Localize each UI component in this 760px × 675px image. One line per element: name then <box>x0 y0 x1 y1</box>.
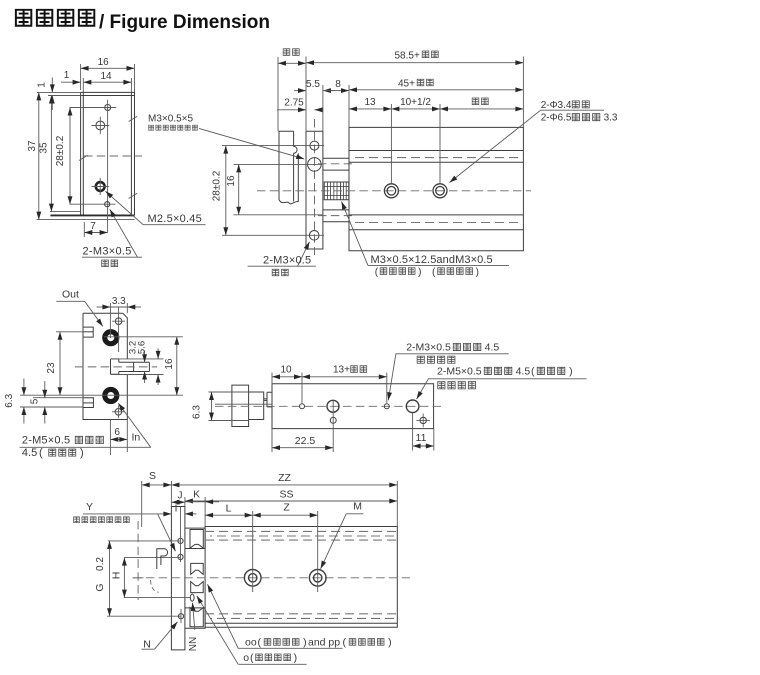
svg-text:13+: 13+ <box>333 365 350 376</box>
svg-text:5.5: 5.5 <box>306 79 320 90</box>
svg-text:(: ( <box>258 637 262 649</box>
svg-text:5: 5 <box>30 398 41 404</box>
svg-text:28±0.2: 28±0.2 <box>212 170 223 201</box>
svg-text:ZZ: ZZ <box>278 472 291 484</box>
svg-text:): ) <box>476 267 479 278</box>
svg-text:23: 23 <box>46 362 57 374</box>
svg-text:J: J <box>178 490 183 501</box>
svg-text:2-M3×0.5: 2-M3×0.5 <box>263 255 311 267</box>
svg-text:28±0.2: 28±0.2 <box>55 135 66 166</box>
svg-text:M2.5×0.45: M2.5×0.45 <box>148 213 203 225</box>
svg-text:In: In <box>132 431 141 443</box>
svg-text:): ) <box>294 652 298 664</box>
svg-text:): ) <box>569 365 573 377</box>
svg-text:3.3: 3.3 <box>604 113 618 124</box>
svg-text:S: S <box>149 470 156 482</box>
svg-text:45+: 45+ <box>398 79 415 90</box>
svg-text:(: ( <box>531 365 535 377</box>
svg-text:3.2: 3.2 <box>128 341 139 354</box>
svg-text:2-M3×0.5: 2-M3×0.5 <box>406 341 451 353</box>
svg-text:1: 1 <box>37 82 48 88</box>
svg-text:8: 8 <box>335 79 341 90</box>
svg-text:I: I <box>175 503 178 514</box>
svg-text:M3×0.5×5: M3×0.5×5 <box>148 113 193 124</box>
svg-text:6.3: 6.3 <box>4 393 15 407</box>
svg-text:2.75: 2.75 <box>284 98 304 109</box>
svg-text:4.5: 4.5 <box>516 365 531 377</box>
svg-text:Z: Z <box>283 501 290 513</box>
svg-text:22.5: 22.5 <box>295 435 316 447</box>
svg-text:L: L <box>226 502 232 514</box>
svg-text:N: N <box>143 639 151 651</box>
svg-text:16: 16 <box>98 57 110 68</box>
svg-text:3.3: 3.3 <box>112 296 126 307</box>
svg-text:NN: NN <box>188 637 199 651</box>
svg-text:2-M5×0.5: 2-M5×0.5 <box>22 435 70 447</box>
svg-text:SS: SS <box>279 488 293 500</box>
svg-text:/ Figure Dimension: / Figure Dimension <box>99 12 270 33</box>
svg-text:2-M3×0.5: 2-M3×0.5 <box>83 246 132 258</box>
svg-text:o: o <box>243 652 249 664</box>
svg-text:4.5: 4.5 <box>485 341 500 353</box>
svg-text:13: 13 <box>364 97 376 108</box>
svg-text:(: ( <box>250 652 254 664</box>
svg-text:G: G <box>94 583 106 591</box>
svg-text:5.6: 5.6 <box>137 341 148 354</box>
svg-text:(: ( <box>39 447 43 459</box>
svg-text:): ) <box>303 637 307 649</box>
svg-text:6: 6 <box>114 427 120 438</box>
svg-text:10+1/2: 10+1/2 <box>400 97 431 108</box>
svg-text:M3×0.5×12.5andM3×0.5: M3×0.5×12.5andM3×0.5 <box>371 254 493 266</box>
svg-text:10: 10 <box>280 365 292 376</box>
svg-text:2-Φ3.4: 2-Φ3.4 <box>541 100 572 111</box>
svg-text:K: K <box>193 489 200 500</box>
svg-text:(: ( <box>343 637 347 649</box>
svg-text:2-Φ6.5: 2-Φ6.5 <box>541 113 572 124</box>
svg-text:): ) <box>388 637 392 649</box>
svg-text:58.5+: 58.5+ <box>395 50 420 61</box>
svg-text:oo: oo <box>245 637 257 649</box>
svg-text:16: 16 <box>164 358 175 370</box>
svg-text:37: 37 <box>27 140 38 152</box>
svg-text:35: 35 <box>39 142 50 154</box>
svg-text:Out: Out <box>62 288 79 300</box>
svg-text:7: 7 <box>90 221 96 232</box>
svg-text:H: H <box>111 572 123 580</box>
svg-text:M: M <box>353 501 362 513</box>
svg-text:(: ( <box>375 267 379 278</box>
svg-text:14: 14 <box>100 71 112 82</box>
svg-text:1: 1 <box>64 70 70 81</box>
svg-text:11: 11 <box>416 432 427 444</box>
svg-text:4.5: 4.5 <box>22 447 37 459</box>
svg-text:(: ( <box>432 267 436 278</box>
svg-text:and pp: and pp <box>308 637 340 649</box>
svg-text:6.3: 6.3 <box>192 405 203 419</box>
svg-text:16: 16 <box>226 175 237 187</box>
svg-text:): ) <box>418 267 421 278</box>
svg-text:0.2: 0.2 <box>95 557 106 571</box>
svg-text:Y: Y <box>86 501 93 513</box>
svg-text:2-M5×0.5: 2-M5×0.5 <box>437 365 482 377</box>
svg-text:): ) <box>80 447 84 459</box>
